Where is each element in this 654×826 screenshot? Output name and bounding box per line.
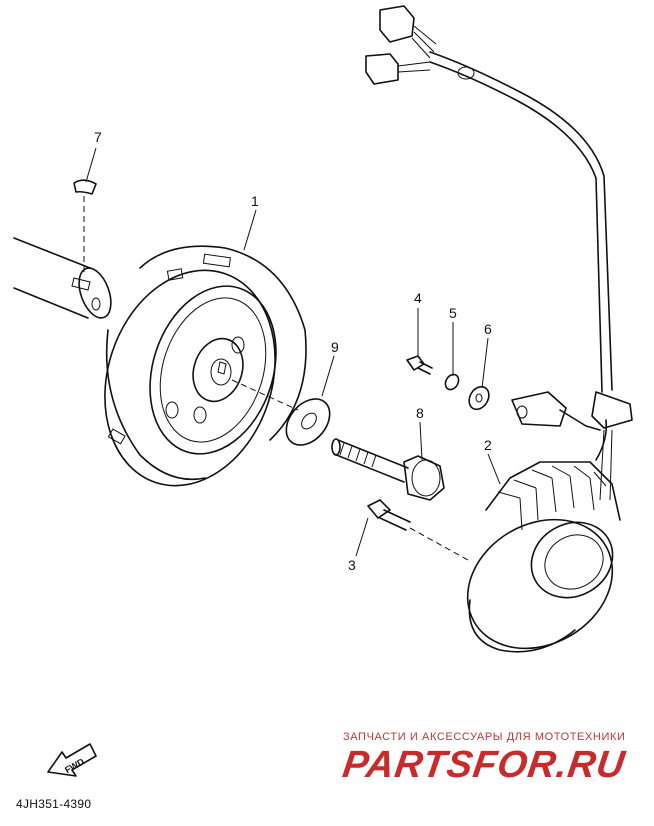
rotor-flywheel [104, 245, 307, 487]
fwd-label: FWD [63, 756, 86, 775]
leader-lines [85, 147, 501, 557]
wire-harness [429, 51, 633, 501]
part-number-6: 6 [484, 321, 492, 337]
watermark-brand: PARTSFOR.RU [340, 744, 628, 786]
watermark-subtitle: ЗАПЧАСТИ И АКСЕССУАРЫ ДЛЯ МОТОТЕХНИКИ [343, 731, 626, 743]
washer [285, 398, 331, 446]
stator-coil [466, 419, 621, 653]
woodruff-key [73, 179, 97, 276]
part-number-4: 4 [414, 290, 422, 306]
part-number-2: 2 [484, 437, 492, 453]
lock-washer [444, 373, 460, 391]
rotor-bolt [331, 438, 445, 501]
part-number-8: 8 [416, 405, 424, 421]
part-number-3: 3 [348, 557, 356, 573]
lead-wire-holder [511, 391, 601, 431]
connector-upper [379, 5, 437, 59]
connector-lower [365, 53, 431, 85]
forward-arrow-icon: FWD [47, 743, 97, 777]
plain-washer [468, 385, 490, 411]
crankshaft-end [13, 237, 112, 319]
part-number-1: 1 [251, 193, 259, 209]
stator-screw [367, 499, 469, 561]
part-number-7: 7 [94, 129, 102, 145]
stator-screw-small [406, 355, 433, 375]
part-number-9: 9 [331, 339, 339, 355]
part-number-5: 5 [449, 305, 457, 321]
catalog-code: 4JH351-4390 [16, 797, 92, 811]
